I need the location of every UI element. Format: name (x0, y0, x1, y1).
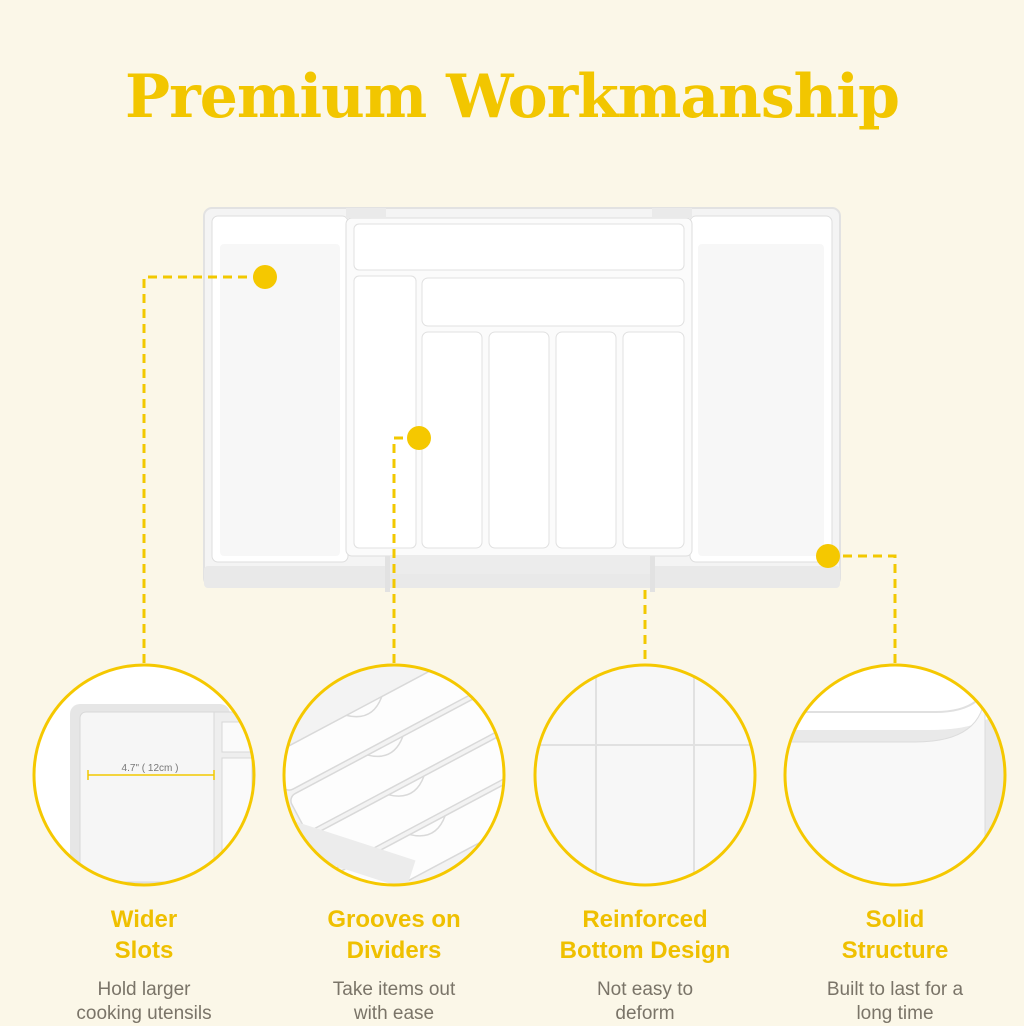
feature-heading: Wider Slots (110, 906, 178, 964)
callout-dot-grooves (407, 426, 431, 450)
drawer-organizer-tray (203, 207, 841, 592)
feature-description: Built to last for a long time (826, 979, 964, 1024)
callout-dot-structure (816, 544, 840, 568)
callout-dot-wider-slots (253, 265, 277, 289)
grooves-closeup-icon (282, 663, 506, 887)
page-title: Premium Workmanship (124, 62, 900, 132)
slot-width-label: 4.7" ( 12cm ) (122, 763, 179, 774)
callout-dots (253, 265, 840, 568)
feature-heading: Reinforced Bottom Design (559, 906, 731, 964)
feature-reinforced-bottom: Reinforced Bottom Design Not easy to def… (530, 904, 760, 1026)
structure-closeup-icon (783, 663, 1007, 887)
feature-description: Not easy to deform (596, 979, 694, 1024)
feature-solid-structure: Solid Structure Built to last for a long… (780, 904, 1010, 1026)
bottom-closeup-icon (533, 663, 757, 887)
wider-slots-closeup-icon: 4.7" ( 12cm ) (32, 663, 256, 887)
feature-description: Hold larger cooking utensils (76, 979, 212, 1024)
feature-grooves-on-dividers: Grooves on Dividers Take items out with … (279, 904, 509, 1026)
feature-heading: Grooves on Dividers (327, 906, 461, 964)
feature-heading: Solid Structure (841, 906, 949, 964)
feature-wider-slots: Wider Slots Hold larger cooking utensils (29, 904, 259, 1026)
feature-description: Take items out with ease (332, 979, 456, 1024)
